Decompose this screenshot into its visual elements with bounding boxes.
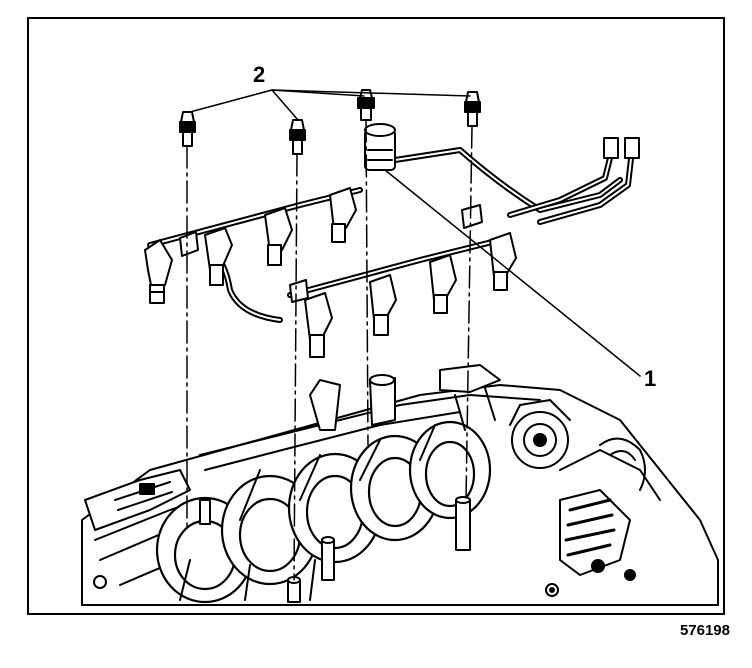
bolt-2 [289,119,306,155]
injector-right-1 [304,292,333,358]
injector-right-3 [429,254,457,314]
injector-left-1 [144,239,173,304]
bolt-4 [464,91,481,127]
illustration-frame [27,17,725,615]
fuel-rail-assembly [144,123,640,358]
alignment-lines [186,119,473,581]
bolt-3 [357,89,375,121]
injector-left-4 [329,187,357,243]
injector-left-3 [264,207,293,266]
intake-manifold [81,364,719,606]
injector-left-2 [204,227,233,286]
bolt-1 [179,111,196,147]
callout-1-label: 1 [644,366,657,391]
callout-leaders [189,89,641,377]
injector-right-4 [489,232,517,291]
figure-number: 576198 [679,622,730,639]
callout-2-label: 2 [253,62,266,87]
injector-right-2 [369,274,397,336]
